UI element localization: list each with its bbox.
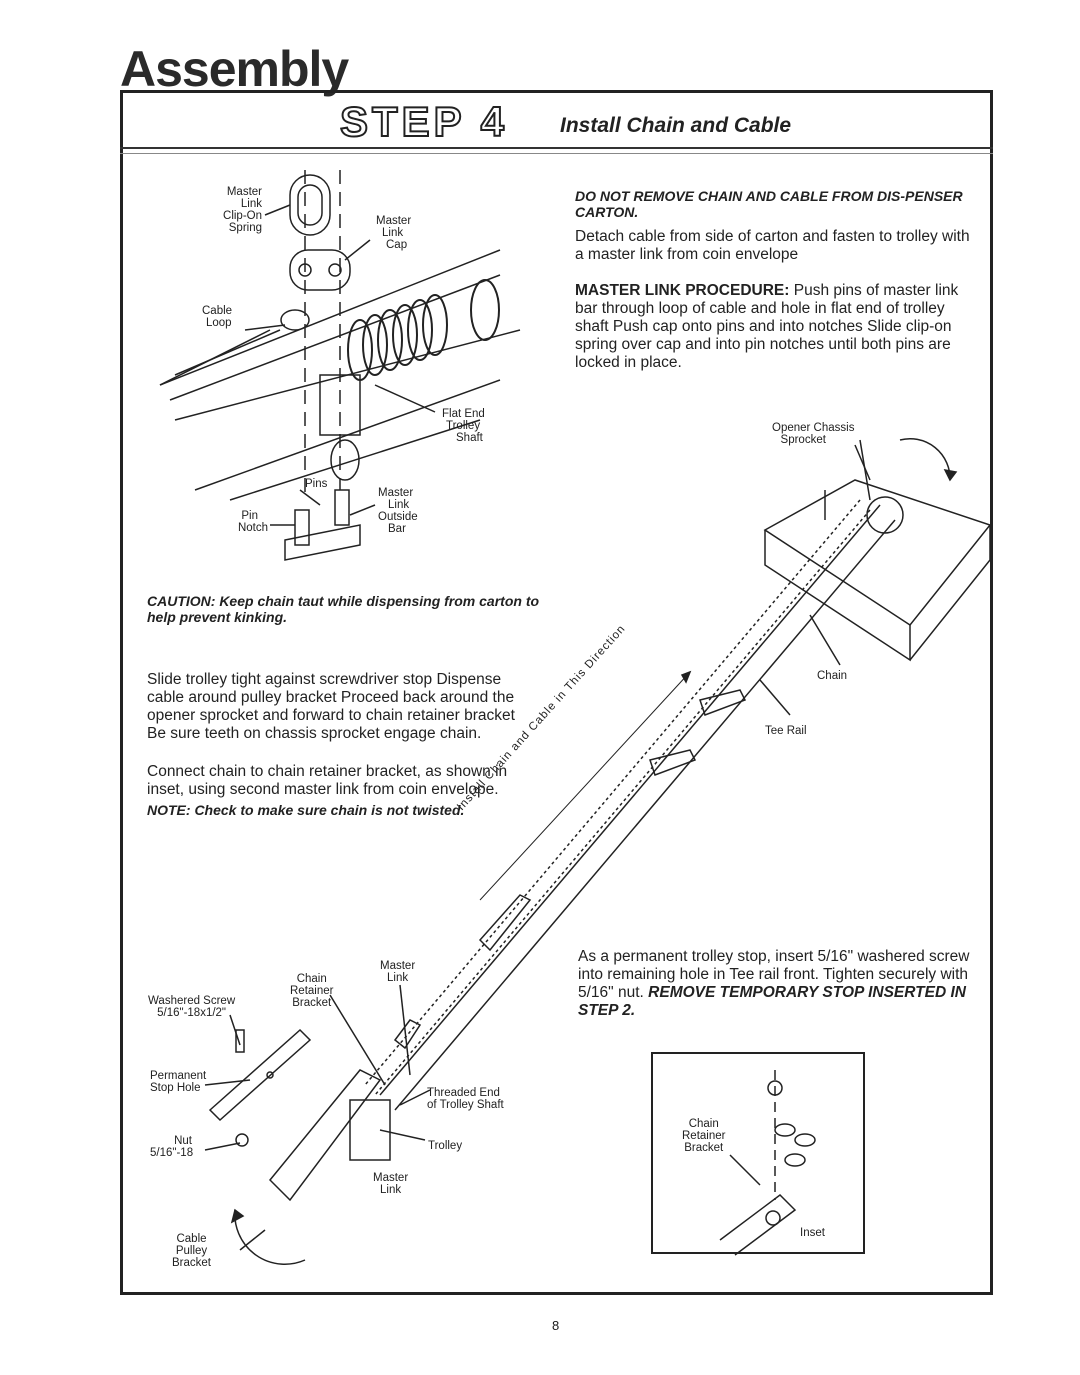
label-master-link-cap: Master Link Cap <box>376 215 412 251</box>
label-tee-rail: Tee Rail <box>765 725 807 737</box>
connect-chain-text: Connect chain to chain retainer bracket,… <box>147 763 508 798</box>
master-link-procedure-title: MASTER LINK PROCEDURE: <box>575 282 790 299</box>
label-pin-notch: Pin Notch <box>237 510 268 534</box>
label-flat-end-trolley-shaft: Flat End Trolley Shaft <box>442 408 485 444</box>
label-nut: Nut 5/16"-18 <box>150 1135 194 1159</box>
master-link-procedure-text: Push pins of master link bar through loo… <box>575 282 959 371</box>
label-master-link-outside-bar: Master Link Outside Bar <box>378 487 418 535</box>
remove-temporary-stop: REMOVE TEMPORARY STOP INSERTED IN STEP 2… <box>578 984 966 1019</box>
label-chain: Chain <box>817 670 848 682</box>
label-opener-chassis-sprocket: Opener Chassis Sprocket <box>772 422 855 446</box>
label-master-link-lower: Master Link <box>380 960 416 984</box>
inset-illustration <box>651 1052 865 1256</box>
label-permanent-stop-hole: Permanent Stop Hole <box>150 1070 207 1094</box>
caution-text: CAUTION: Keep chain taut while dispensin… <box>147 593 540 625</box>
master-link-procedure: MASTER LINK PROCEDURE: Push pins of mast… <box>575 282 975 372</box>
label-master-link-bottom: Master Link <box>373 1172 409 1196</box>
label-washered-screw: Washered Screw 5/16"-18x1/2" <box>148 995 236 1019</box>
step-number: STEP 4 <box>339 97 508 146</box>
step-title: Install Chain and Cable <box>560 114 792 137</box>
label-master-link-clip-on-spring: Master Link Clip-On Spring <box>223 186 262 234</box>
content-frame <box>120 90 993 1295</box>
trolley-pulley-illustration <box>208 1019 422 1265</box>
page-number: 8 <box>552 1318 560 1333</box>
warning-text: DO NOT REMOVE CHAIN AND CABLE FROM DIS-P… <box>575 188 963 220</box>
header-divider-thin <box>120 153 993 154</box>
permanent-stop-body: As a permanent trolley stop, insert 5/16… <box>578 948 970 1001</box>
label-pins: Pins <box>305 478 328 490</box>
label-cable-pulley-bracket: Cable Pulley Bracket <box>172 1233 211 1269</box>
opener-chassis-illustration <box>763 437 992 662</box>
label-threaded-end: Threaded End of Trolley Shaft <box>427 1087 504 1111</box>
label-inset: Inset <box>800 1227 825 1239</box>
label-chain-retainer-bracket: Chain Retainer Bracket <box>290 973 334 1009</box>
note-text: NOTE: Check to make sure chain is not tw… <box>147 802 465 818</box>
page-title: Assembly <box>120 41 349 97</box>
slide-trolley-text: Slide trolley tight against screwdriver … <box>147 671 515 742</box>
permanent-stop-text: As a permanent trolley stop, insert 5/16… <box>578 948 978 1020</box>
label-trolley: Trolley <box>428 1140 463 1152</box>
label-cable-loop: Cable Loop <box>202 305 233 329</box>
label-inset-chain-retainer: Chain Retainer Bracket <box>682 1118 726 1154</box>
header-divider <box>120 147 993 149</box>
detach-text: Detach cable from side of carton and fas… <box>575 228 970 263</box>
trolley-detail-illustration <box>159 170 521 561</box>
